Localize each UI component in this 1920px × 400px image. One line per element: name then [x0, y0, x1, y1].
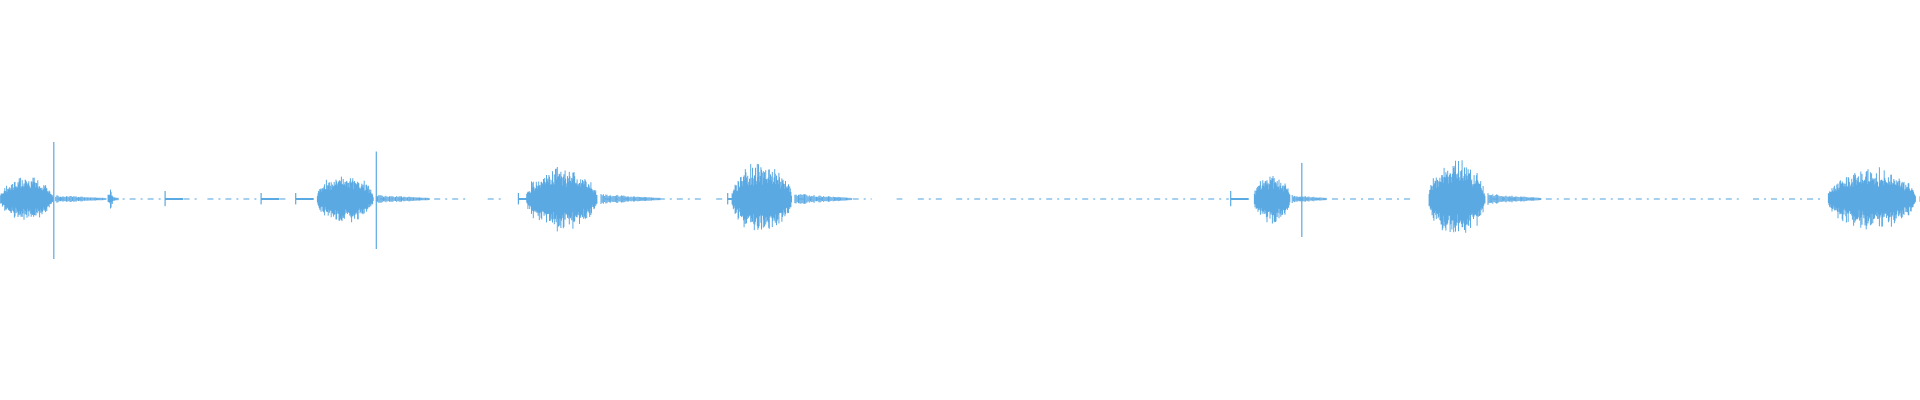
- waveform-burst: [731, 163, 852, 231]
- waveform-burst: [1253, 162, 1327, 237]
- waveform-burst-body: [316, 176, 430, 223]
- waveform-burst-body: [731, 163, 852, 231]
- waveform-burst: [526, 167, 661, 232]
- waveform-burst-layer: [0, 142, 1920, 259]
- waveform-burst: [316, 151, 430, 249]
- waveform-burst-body: [526, 167, 661, 232]
- waveform-burst: [1428, 160, 1542, 233]
- waveform-burst-body: [107, 189, 119, 209]
- waveform-burst-body: [1827, 167, 1920, 230]
- waveform-burst: [107, 189, 119, 209]
- waveform-click-layer: [164, 191, 1249, 207]
- waveform-burst: [1827, 167, 1920, 230]
- waveform-burst-body: [1253, 176, 1327, 224]
- waveform-burst-body: [0, 177, 106, 220]
- waveform-burst: [0, 142, 106, 259]
- waveform-burst-body: [1428, 160, 1542, 233]
